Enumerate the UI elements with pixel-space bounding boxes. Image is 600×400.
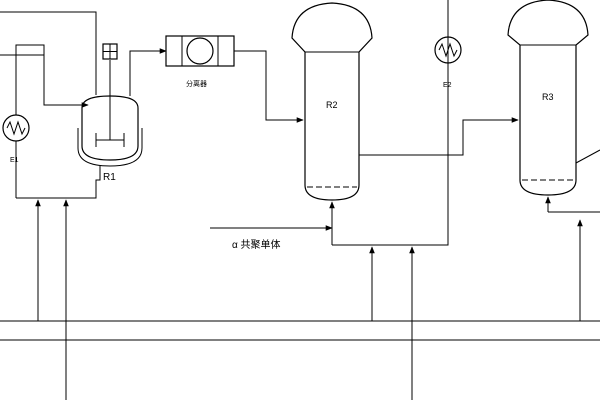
reactor-r3 — [507, 0, 589, 196]
heat-exchanger-e1 — [2, 114, 30, 142]
r3-label: R3 — [542, 92, 554, 102]
e1-label: E1 — [10, 157, 19, 164]
reactor-r1 — [77, 60, 143, 167]
separator-label: 分离器 — [186, 79, 207, 88]
header-lines — [0, 320, 600, 341]
e2-label: E2 — [443, 82, 452, 89]
r1-motor — [102, 43, 118, 60]
comonomer-label: α 共聚单体 — [232, 239, 281, 251]
r2-label: R2 — [326, 100, 338, 110]
separator-unit — [165, 35, 235, 67]
reactor-r2 — [291, 2, 373, 201]
r1-label: R1 — [103, 172, 116, 183]
